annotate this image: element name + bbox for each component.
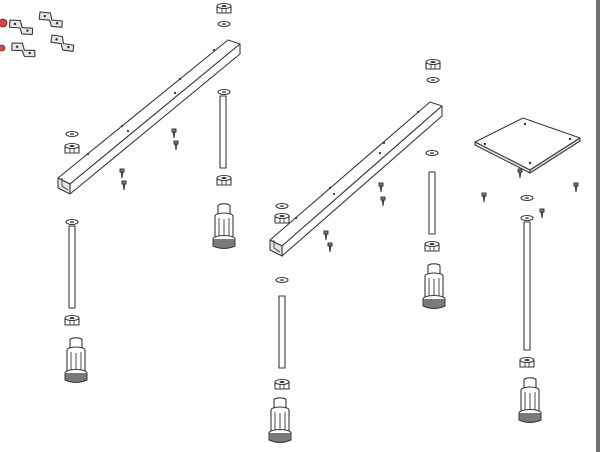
adjustable-foot [268,397,292,444]
washer [217,88,231,96]
washer [520,194,534,202]
threaded-rod [523,221,531,351]
right-assembly [474,117,581,424]
left-assembly [57,2,241,384]
threaded-rod [428,171,436,235]
screw [378,182,384,193]
threaded-rod [68,225,76,309]
washer [217,20,231,28]
middle-rail [269,101,443,257]
adjustable-foot [64,337,88,384]
washer [275,276,289,284]
screw [327,242,333,253]
nut [64,314,80,326]
adjustable-foot [518,377,542,424]
washer [425,149,439,157]
nut [64,142,80,154]
nut [216,174,232,186]
adjustable-foot [422,263,446,310]
bracket-group [0,11,75,58]
nut [425,58,441,70]
red-marker [0,44,6,52]
nut [424,240,440,252]
screw [323,230,329,241]
screw [573,182,579,193]
nut [216,2,232,14]
mounting-plate [474,117,581,174]
washer [65,130,79,138]
red-marker [0,18,8,28]
nut [274,378,290,390]
screw [517,168,523,179]
bracket-2 [38,11,63,28]
nut [519,356,535,368]
window-frame-edge [596,0,600,452]
middle-assembly [268,58,446,444]
left-rail [57,39,241,195]
washer [520,214,534,222]
screw [481,192,487,203]
screw [171,128,177,139]
threaded-rod [219,95,227,169]
bracket-4 [50,34,75,52]
bracket-3 [11,42,36,58]
screw [539,208,545,219]
washer [275,202,289,210]
washer [65,218,79,226]
screw [119,168,125,179]
adjustable-foot [212,203,236,250]
screw [173,140,179,151]
bracket-1 [8,19,34,36]
screw [121,180,127,191]
threaded-rod [278,295,286,369]
washer [426,76,440,84]
nut [274,212,290,224]
screw [380,196,386,207]
